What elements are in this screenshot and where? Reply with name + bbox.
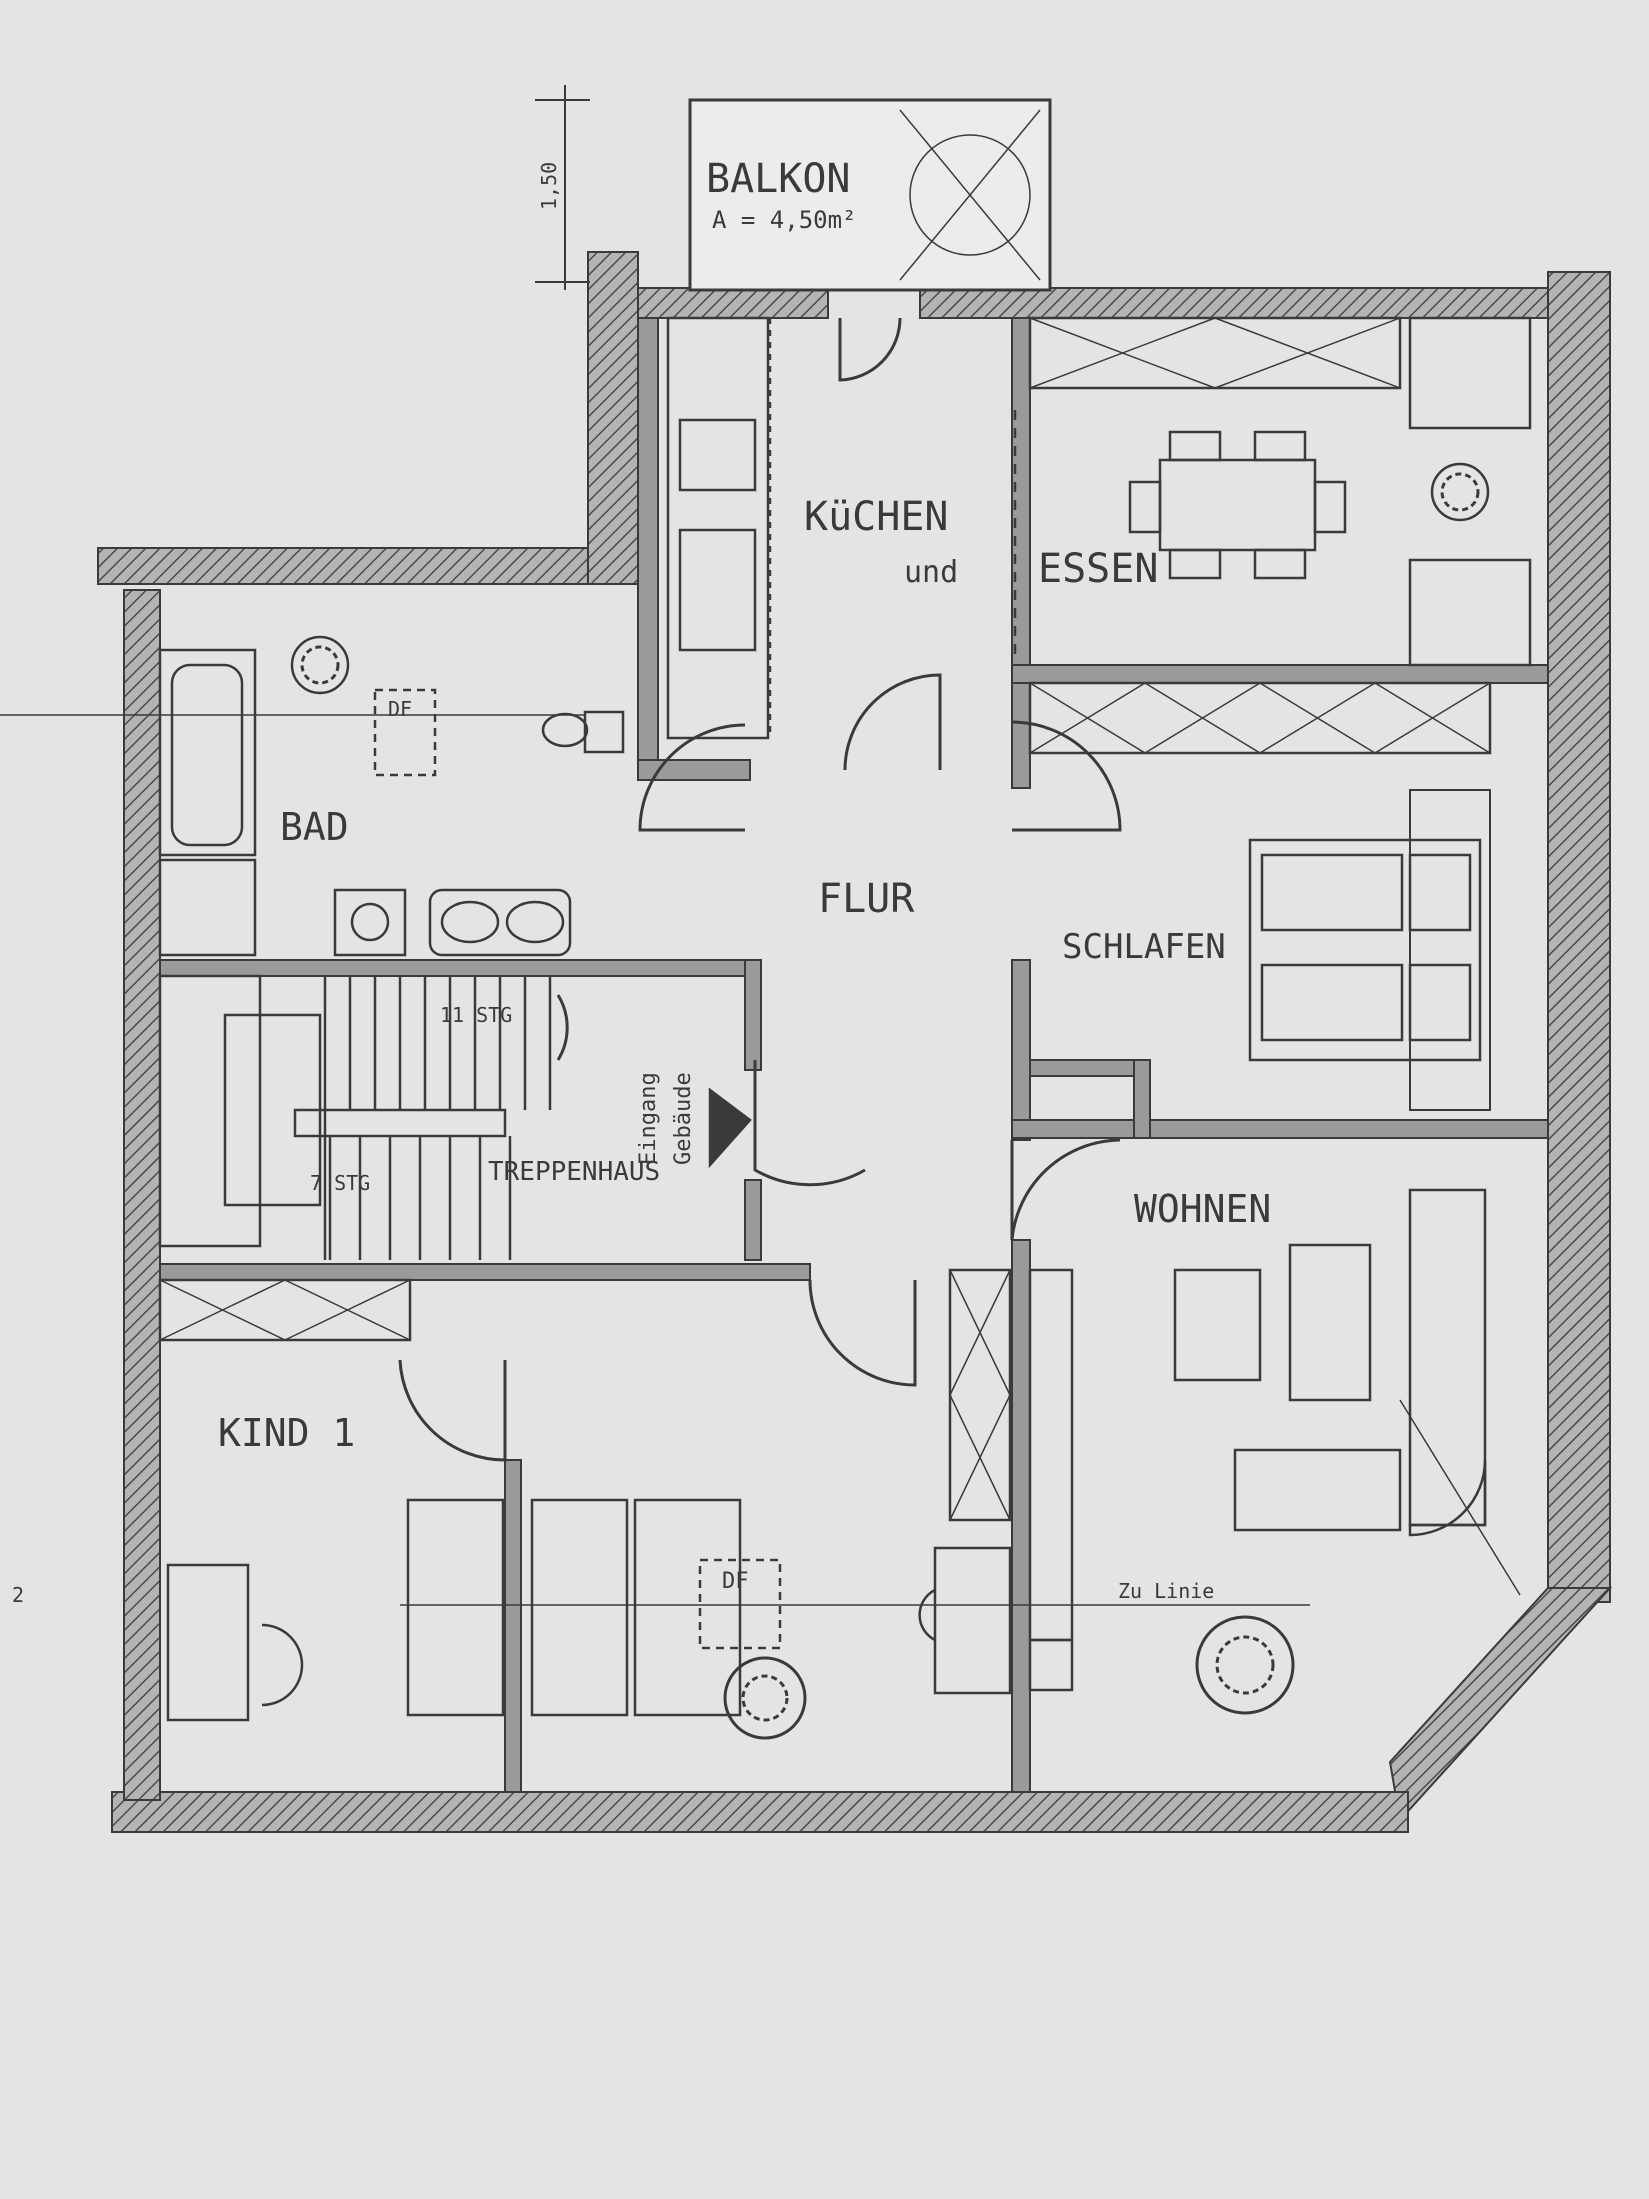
labels: BALKON A = 4,50m² KüCHEN und ESSEN BAD F…	[12, 156, 1271, 1607]
dimension-line	[535, 85, 590, 290]
stair-steps-lower: 7 STG	[310, 1171, 370, 1195]
zu-linie-label: Zu Linie	[1118, 1579, 1214, 1603]
dining-furniture	[1013, 316, 1532, 667]
plant-symbols	[300, 472, 1480, 1740]
margin-mark: 2	[12, 1583, 24, 1607]
dimension-label: 1,50	[537, 162, 561, 210]
room-label-flur: FLUR	[818, 876, 915, 922]
stair-steps-upper: 11 STG	[440, 1003, 512, 1027]
room-label-schlafen: SCHLAFEN	[1062, 927, 1226, 967]
stairwell	[158, 974, 752, 1260]
kitchen-fixtures	[666, 316, 772, 740]
df-label-kind: DF	[722, 1569, 749, 1594]
door-swings	[398, 317, 1122, 1462]
living-furniture	[948, 1188, 1521, 1692]
exterior-walls	[97, 251, 1613, 1833]
entrance-sub-label: Gebäude	[671, 1072, 696, 1165]
room-label-balkon: BALKON	[706, 156, 851, 202]
room-label-essen: ESSEN	[1038, 546, 1158, 592]
room-label-wohnen: WOHNEN	[1134, 1187, 1271, 1231]
df-label-bad: DF	[388, 697, 412, 721]
room-label-kuechen-sub: und	[904, 555, 958, 590]
room-label-bad: BAD	[280, 805, 349, 849]
room-label-kind-1: KIND 1	[218, 1411, 355, 1455]
interior-walls	[159, 317, 1549, 1793]
balkon-area: A = 4,50m²	[712, 206, 857, 234]
bathroom-fixtures	[0, 635, 625, 957]
balcony	[688, 98, 1052, 292]
room-label-treppenhaus: TREPPENHAUS	[488, 1157, 660, 1187]
room-label-kuechen: KüCHEN	[804, 494, 949, 540]
kinderzimmer-furniture	[158, 1278, 1310, 1722]
entrance-label: Eingang	[636, 1072, 661, 1165]
bedroom-furniture	[1028, 681, 1492, 1111]
